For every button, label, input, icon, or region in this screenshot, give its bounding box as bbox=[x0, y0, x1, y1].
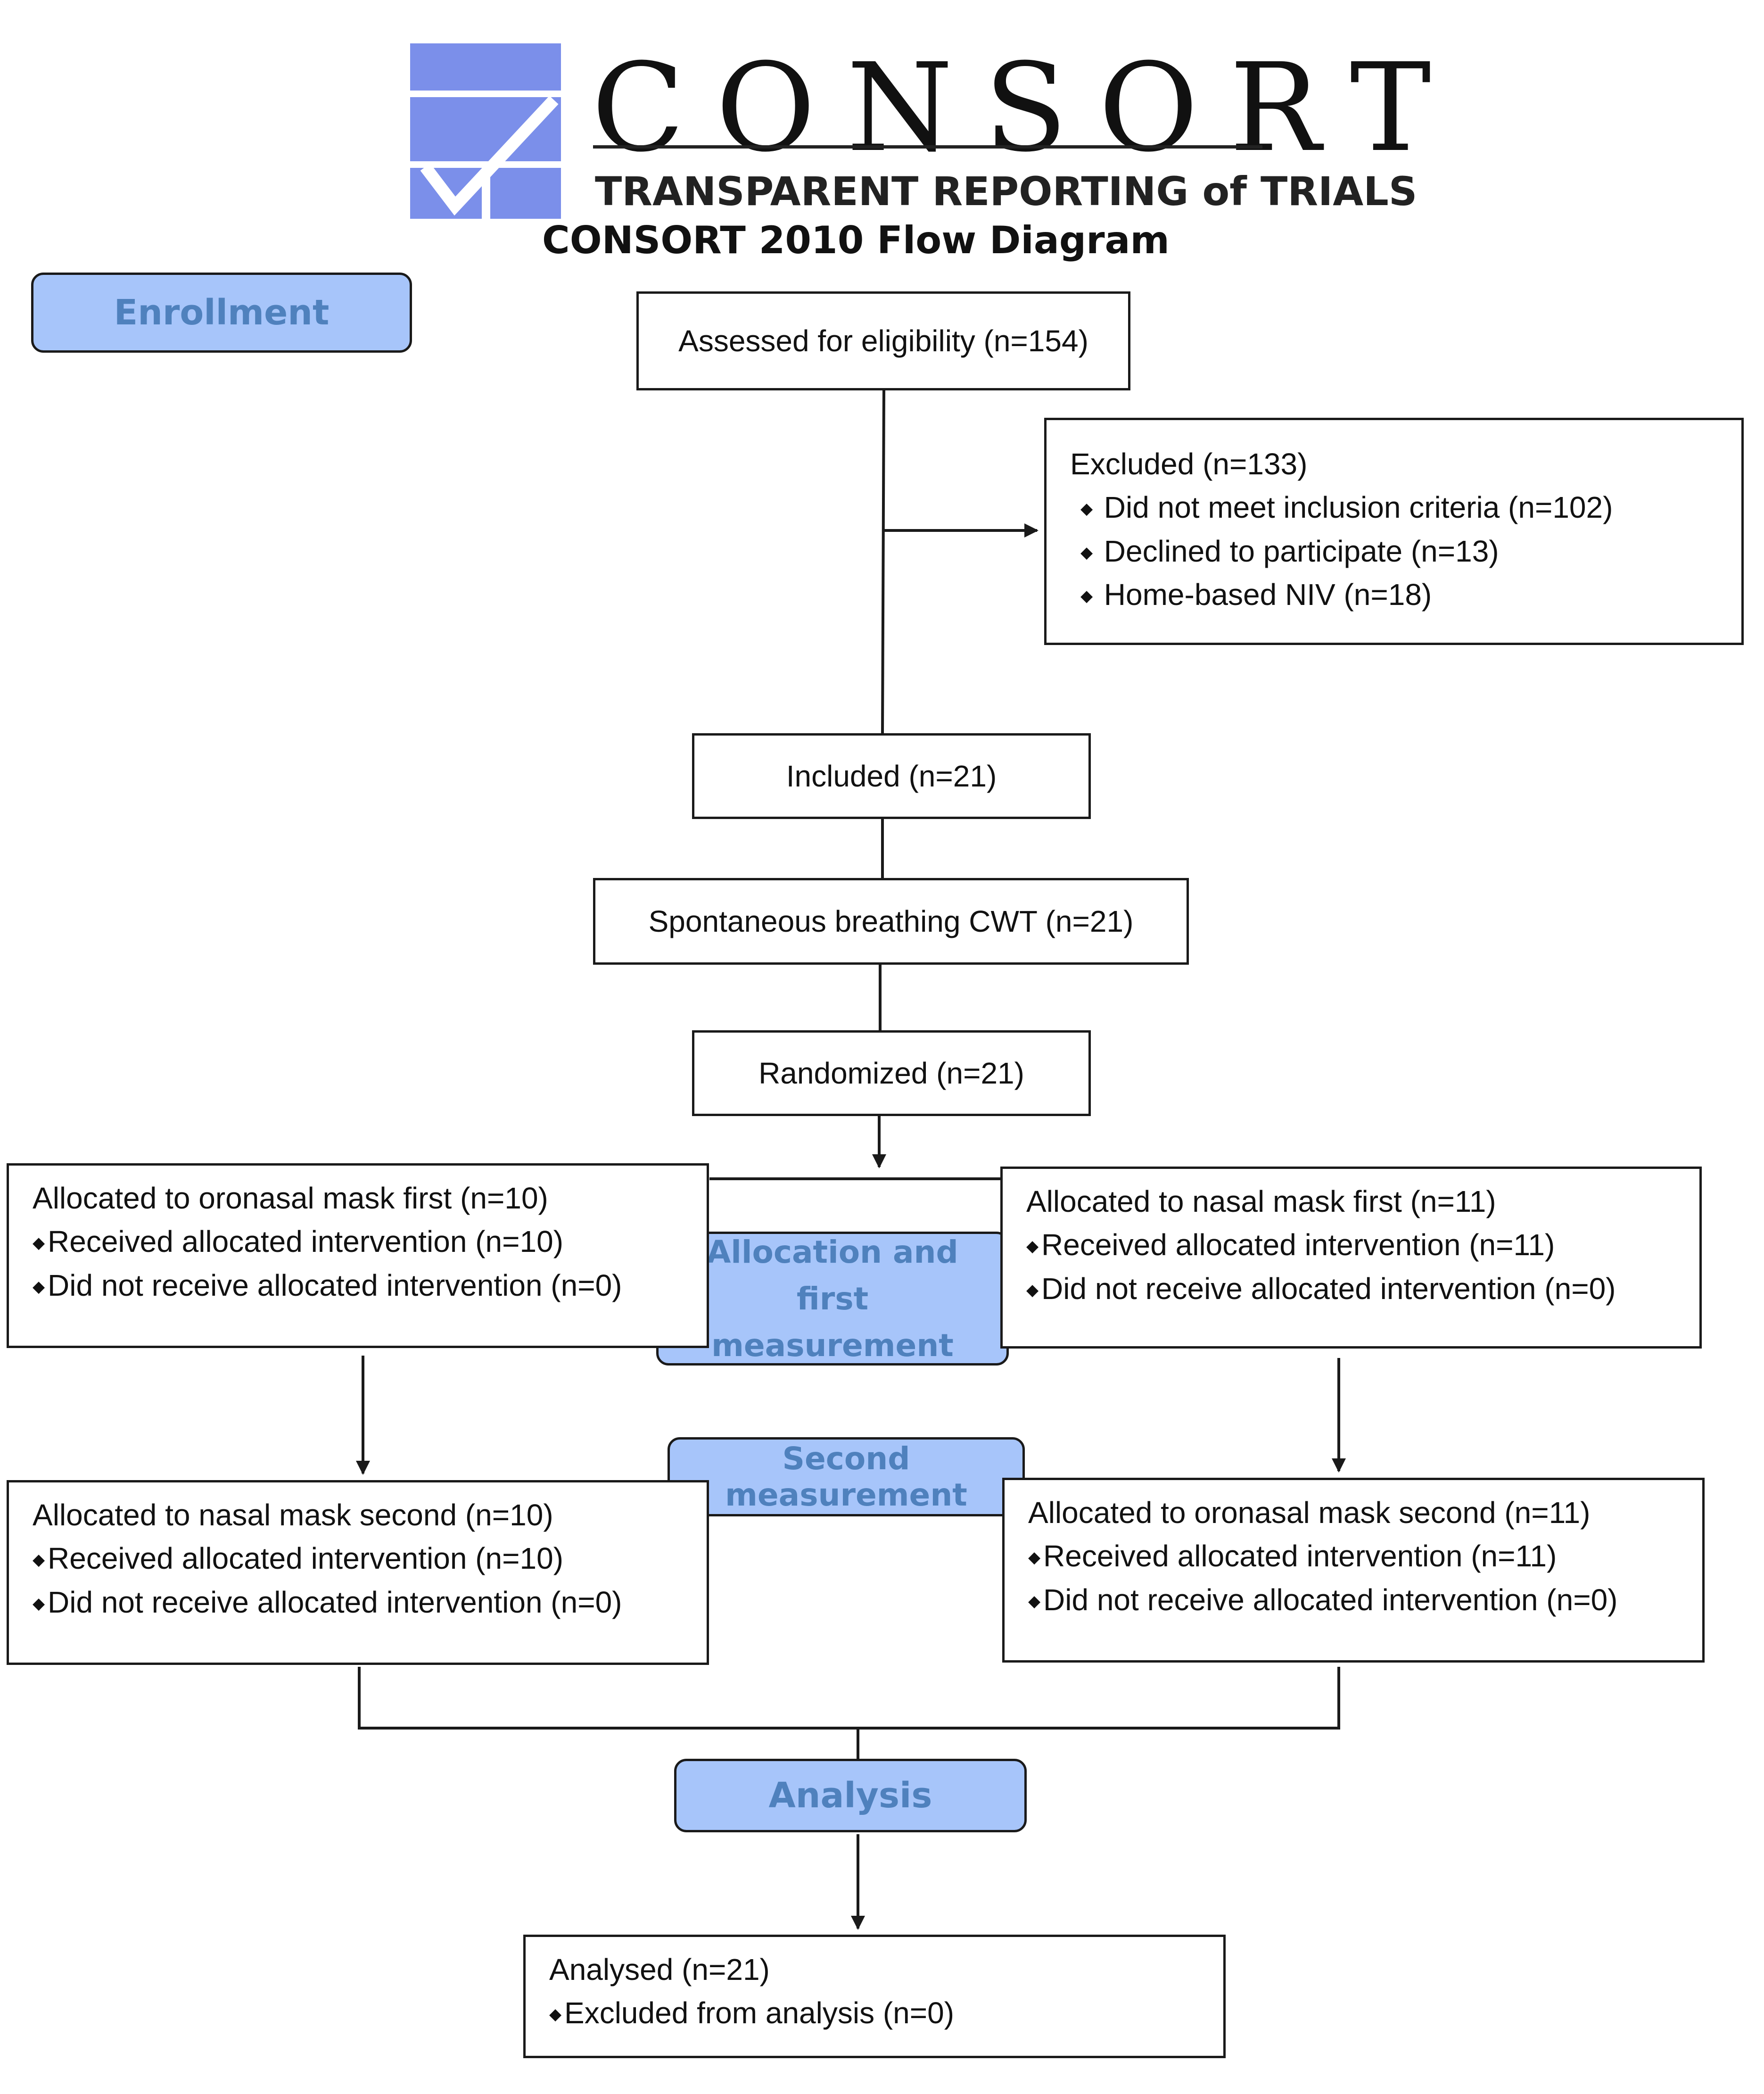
bullet-diamond-icon: ◆ bbox=[33, 1594, 45, 1613]
list-item: ◆Excluded from analysis (n=0) bbox=[549, 1996, 955, 2030]
bullet-diamond-icon: ◆ bbox=[33, 1551, 45, 1569]
line-merge-to-analysis bbox=[358, 1667, 1340, 1730]
logo-divider bbox=[593, 145, 1262, 149]
stage-second-measurement: Second measurement bbox=[668, 1437, 1025, 1516]
cwt-text: Spontaneous breathing CWT (n=21) bbox=[648, 904, 1134, 938]
bullet-diamond-icon: ◆ bbox=[1026, 1281, 1039, 1299]
assessed-text: Assessed for eligibility (n=154) bbox=[678, 323, 1088, 358]
included-text: Included (n=21) bbox=[786, 759, 997, 793]
bullet-diamond-icon: ◆ bbox=[1080, 587, 1093, 605]
box-nasal-second: Allocated to nasal mask second (n=10) ◆R… bbox=[7, 1480, 709, 1665]
box-oronasal-second: Allocated to oronasal mask second (n=11)… bbox=[1002, 1478, 1705, 1663]
list-item: ◆Did not receive allocated intervention … bbox=[1026, 1271, 1616, 1306]
analysed-heading: Analysed (n=21) bbox=[549, 1953, 770, 1986]
bullet-diamond-icon: ◆ bbox=[1026, 1237, 1039, 1256]
consort-logo-icon bbox=[410, 43, 561, 219]
list-item: ◆Received allocated intervention (n=11) bbox=[1026, 1228, 1555, 1262]
list-item: ◆ Did not meet inclusion criteria (n=102… bbox=[1080, 490, 1613, 525]
logo-wordmark: CONSORT bbox=[592, 37, 1462, 179]
bullet-diamond-icon: ◆ bbox=[1080, 500, 1093, 518]
randomized-text: Randomized (n=21) bbox=[758, 1056, 1024, 1090]
box-randomized: Randomized (n=21) bbox=[692, 1030, 1091, 1116]
bullet-diamond-icon: ◆ bbox=[549, 2005, 562, 2024]
stage-allocation: Allocation and first measurement bbox=[656, 1232, 1009, 1366]
stage-allocation-label: Allocation and first measurement bbox=[707, 1233, 958, 1364]
list-item: ◆Received allocated intervention (n=10) bbox=[33, 1541, 563, 1576]
nasal-first-heading: Allocated to nasal mask first (n=11) bbox=[1026, 1184, 1496, 1218]
list-item: ◆Did not receive allocated intervention … bbox=[33, 1268, 622, 1302]
box-excluded: Excluded (n=133) ◆ Did not meet inclusio… bbox=[1044, 418, 1744, 645]
box-cwt: Spontaneous breathing CWT (n=21) bbox=[593, 878, 1189, 965]
box-oronasal-first: Allocated to oronasal mask first (n=10) … bbox=[7, 1163, 709, 1348]
bullet-diamond-icon: ◆ bbox=[1080, 543, 1093, 562]
box-assessed: Assessed for eligibility (n=154) bbox=[636, 291, 1130, 390]
line-assessed-to-included bbox=[881, 389, 885, 734]
list-item: ◆Received allocated intervention (n=11) bbox=[1028, 1539, 1557, 1573]
stage-enrollment-label: Enrollment bbox=[114, 292, 330, 333]
stage-analysis-label: Analysis bbox=[768, 1775, 932, 1816]
bullet-diamond-icon: ◆ bbox=[1028, 1592, 1041, 1610]
oronasal-second-heading: Allocated to oronasal mask second (n=11) bbox=[1028, 1496, 1591, 1530]
box-nasal-first: Allocated to nasal mask first (n=11) ◆Re… bbox=[1000, 1167, 1702, 1349]
stage-second-label: Second measurement bbox=[725, 1440, 967, 1513]
oronasal-first-heading: Allocated to oronasal mask first (n=10) bbox=[33, 1181, 548, 1215]
bullet-diamond-icon: ◆ bbox=[1028, 1548, 1041, 1567]
list-item: ◆Received allocated intervention (n=10) bbox=[33, 1225, 563, 1259]
box-analysed: Analysed (n=21) ◆Excluded from analysis … bbox=[523, 1935, 1226, 2058]
list-item: ◆ Home-based NIV (n=18) bbox=[1080, 578, 1432, 612]
list-item: ◆ Declined to participate (n=13) bbox=[1080, 534, 1499, 568]
box-included: Included (n=21) bbox=[692, 733, 1091, 819]
list-item: ◆Did not receive allocated intervention … bbox=[33, 1585, 622, 1619]
list-item: ◆Did not receive allocated intervention … bbox=[1028, 1582, 1618, 1617]
nasal-second-heading: Allocated to nasal mask second (n=10) bbox=[33, 1498, 553, 1532]
excluded-heading: Excluded (n=133) bbox=[1070, 447, 1308, 481]
stage-enrollment: Enrollment bbox=[31, 273, 412, 353]
page-title: CONSORT 2010 Flow Diagram bbox=[542, 218, 1170, 262]
bullet-diamond-icon: ◆ bbox=[33, 1277, 45, 1296]
stage-analysis: Analysis bbox=[674, 1759, 1027, 1832]
logo-tagline: TRANSPARENT REPORTING of TRIALS bbox=[595, 168, 1418, 215]
bullet-diamond-icon: ◆ bbox=[33, 1234, 45, 1252]
